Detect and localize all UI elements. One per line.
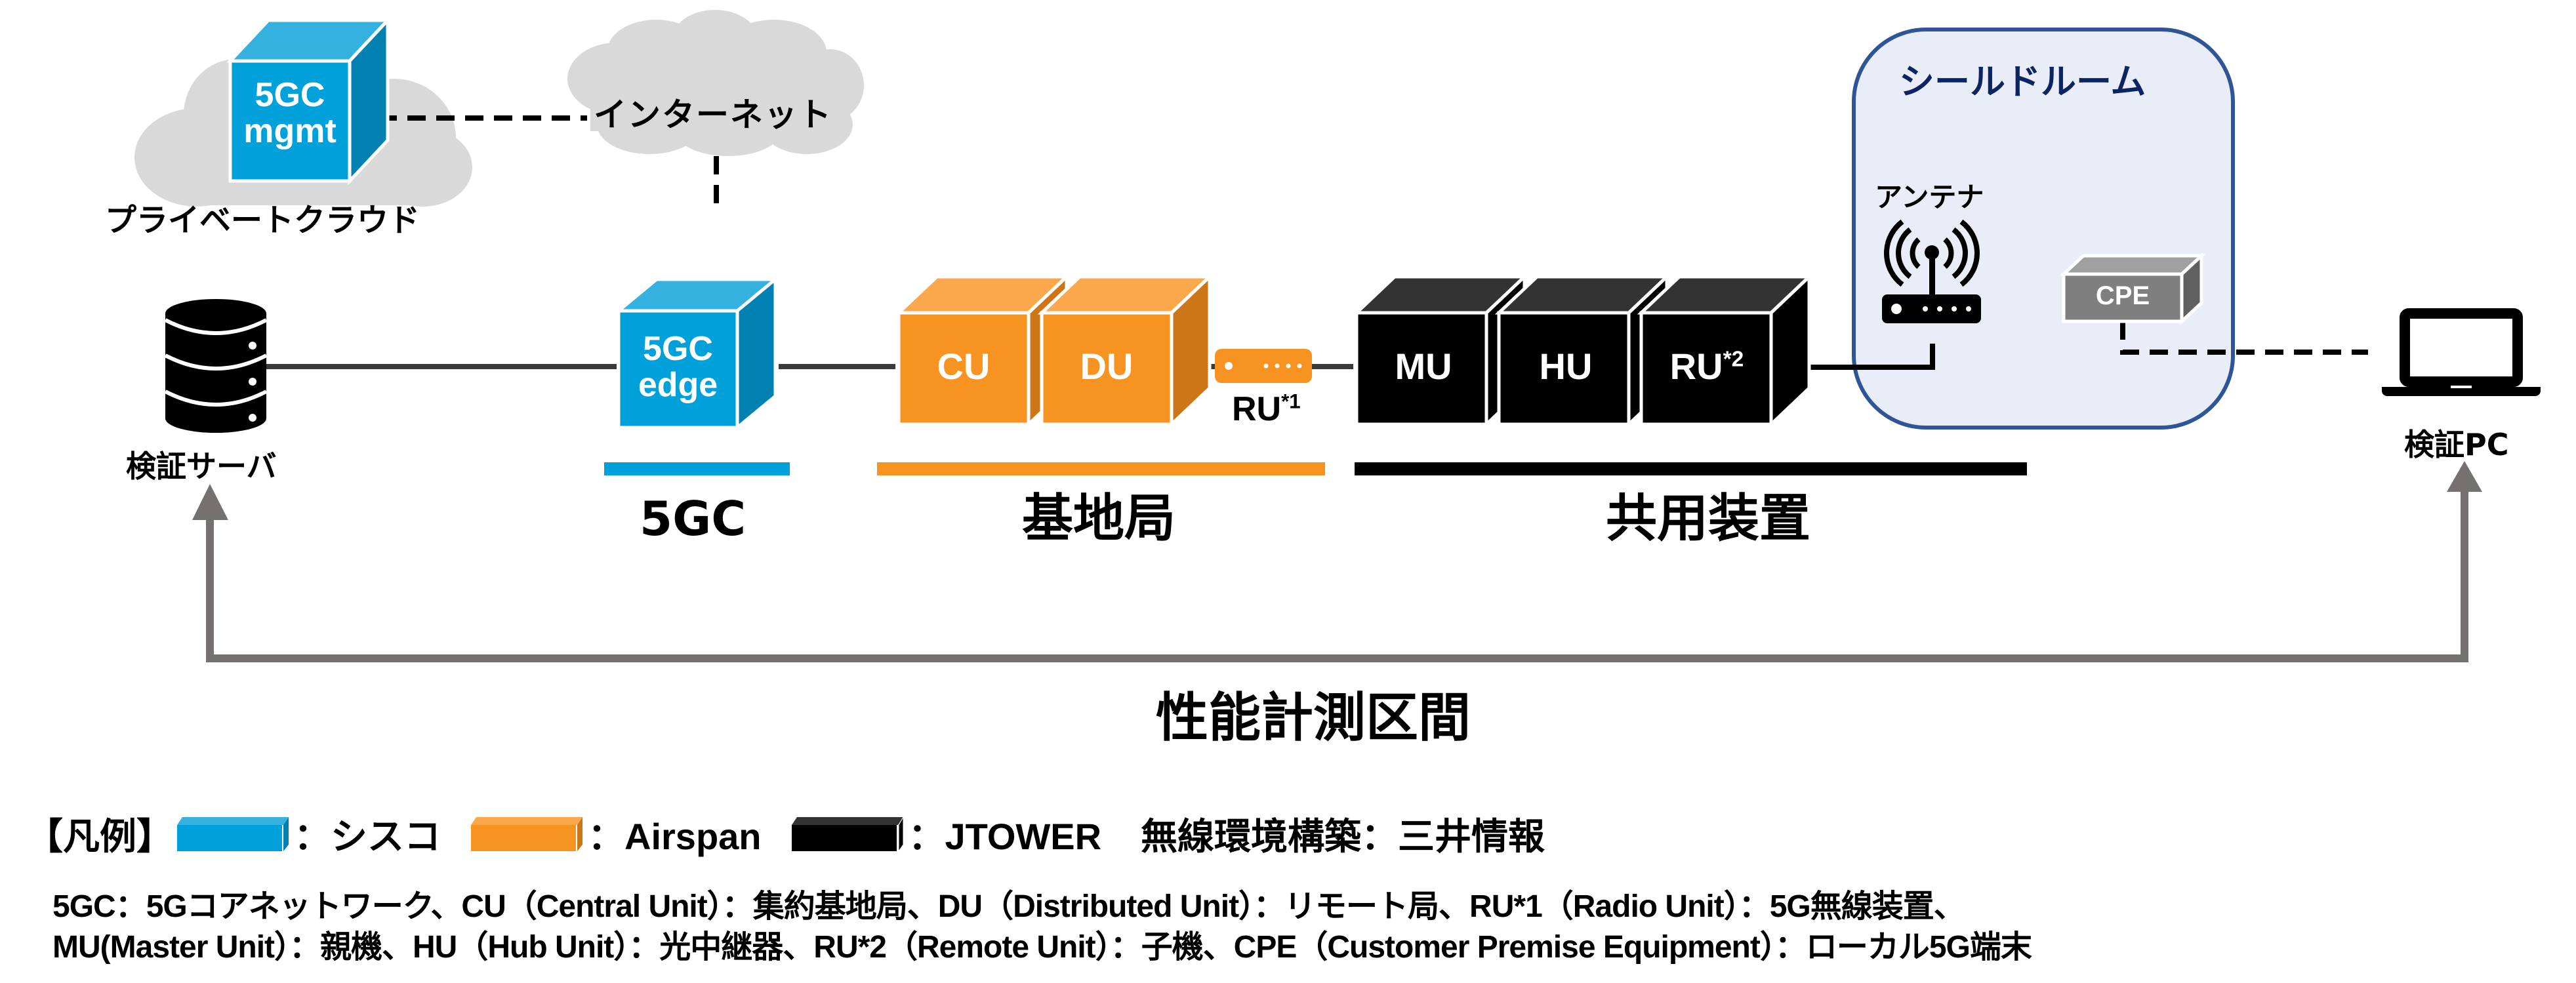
- du-label: DU: [1080, 346, 1134, 387]
- ru2-cube-icon: [1637, 273, 1814, 428]
- legend-swatch-airspan: [471, 817, 583, 851]
- link-cpe-pc: [2120, 321, 2368, 355]
- antenna-label: アンテナ: [1875, 181, 1984, 213]
- ru2-label: RU*2: [1669, 346, 1744, 387]
- ru2-cube-front: [1639, 311, 1773, 426]
- mgmt-cube-front: [228, 59, 352, 183]
- measurement-arrow: [192, 461, 2482, 662]
- private-cloud-label: プライベートクラウド: [105, 202, 420, 239]
- hu-cube-front: [1497, 311, 1631, 426]
- legend-vendor-jtower: ：JTOWER: [908, 815, 1102, 857]
- shield-room-title: シールドルーム: [1899, 61, 2146, 102]
- edge-cube-front: [617, 309, 739, 430]
- server-label: 検証サーバ: [126, 449, 277, 484]
- legend-definitions-line1: 5GC：5Gコアネットワーク、CU（Central Unit）：集約基地局、DU…: [52, 889, 1965, 924]
- group-bar-shared-equipment: [1355, 462, 2027, 475]
- ru1-label: RU*1: [1232, 390, 1301, 428]
- cpe-cube-top: [2059, 254, 2206, 276]
- group-label-5gc: 5GC: [640, 491, 746, 546]
- group-bar-base-station: [877, 462, 1325, 475]
- legend-swatch-cisco: [177, 817, 289, 851]
- legend: 【凡例】 ：シスコ ：Airspan ：JTOWER 無線環境構築：三井情報: [26, 813, 1545, 858]
- antenna-icon: [1882, 219, 1981, 323]
- server-icon: [164, 299, 268, 433]
- mu-label: MU: [1395, 346, 1452, 387]
- legend-vendor-airspan: ：Airspan: [588, 815, 762, 857]
- mu-cube-front: [1355, 311, 1488, 426]
- edge-cube-label: 5GC edge: [638, 330, 718, 404]
- group-bar-5gc: [604, 462, 790, 475]
- device-cubes: [226, 16, 2206, 431]
- cpe-cube-icon: [2059, 252, 2206, 325]
- edge-cube-icon: [614, 275, 780, 431]
- legend-title: 【凡例】: [26, 815, 173, 858]
- group-label-base-station: 基地局: [1022, 489, 1176, 548]
- hu-label: HU: [1539, 346, 1593, 387]
- cpe-cube-front: [2062, 272, 2184, 323]
- pc-label: 検証PC: [2404, 427, 2509, 462]
- link-ru2-antenna: [1801, 344, 1935, 370]
- cu-cube-front: [897, 311, 1031, 426]
- shield-room-box: [1852, 28, 2235, 430]
- measurement-section-label: 性能計測区間: [1156, 687, 1471, 748]
- laptop-icon: [2382, 308, 2541, 396]
- legend-swatch-jtower: [791, 816, 903, 851]
- mgmt-cube-icon: [226, 16, 392, 186]
- legend-definitions-line2: MU(Master Unit）：親機、HU（Hub Unit）：光中継器、RU*…: [52, 930, 2032, 965]
- du-cube-icon: [1037, 273, 1214, 428]
- cpe-label: CPE: [2095, 281, 2150, 310]
- internet-label: インターネット: [594, 96, 832, 134]
- group-label-shared-equipment: 共用装置: [1606, 489, 1811, 548]
- cu-label: CU: [937, 346, 991, 387]
- du-cube-front: [1040, 311, 1174, 426]
- internet-cloud-shape: [567, 10, 864, 156]
- legend-vendor-cisco: ：シスコ: [294, 815, 441, 858]
- legend-extra: 無線環境構築：三井情報: [1141, 815, 1545, 858]
- ru1-device-icon: [1215, 349, 1312, 383]
- mgmt-cube-label: 5GC mgmt: [243, 76, 337, 150]
